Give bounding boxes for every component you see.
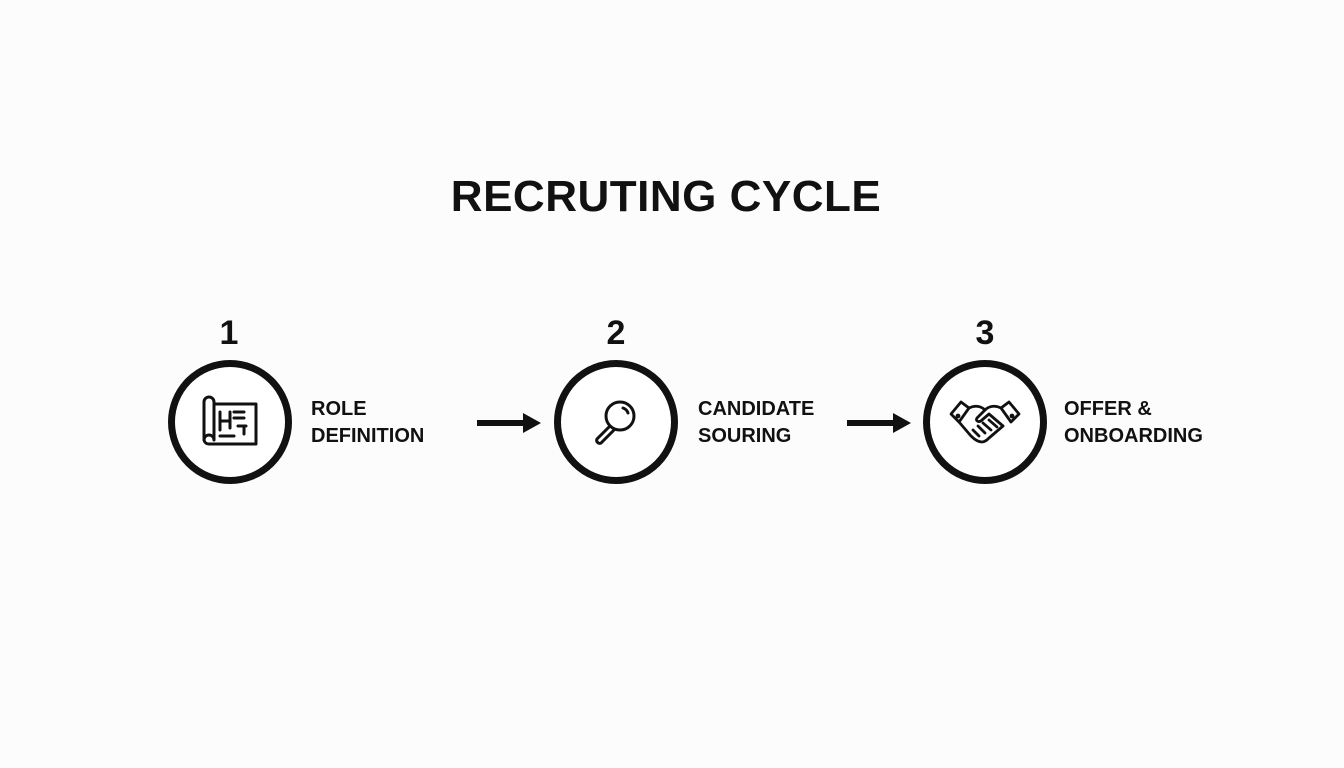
step-2-label: CANDIDATE SOURING: [698, 398, 815, 447]
step-3-label: OFFER & ONBOARDING: [1064, 398, 1203, 447]
arrow-right-icon: [477, 413, 541, 433]
arrow-right-icon: [847, 413, 911, 433]
blueprint-icon: [202, 395, 258, 446]
diagram-title: RECRUTING CYCLE: [450, 172, 882, 221]
step-3-number: 3: [975, 314, 995, 352]
step-2-number: 2: [606, 314, 626, 352]
step-3-circle: [923, 360, 1047, 484]
magnifying-glass-icon: [595, 400, 636, 445]
handshake-icon: [949, 400, 1021, 444]
step-1-circle: [168, 360, 292, 484]
step-1-number: 1: [219, 314, 239, 352]
step-2-circle: [554, 360, 678, 484]
step-1-label: ROLE DEFINITION: [311, 398, 425, 447]
